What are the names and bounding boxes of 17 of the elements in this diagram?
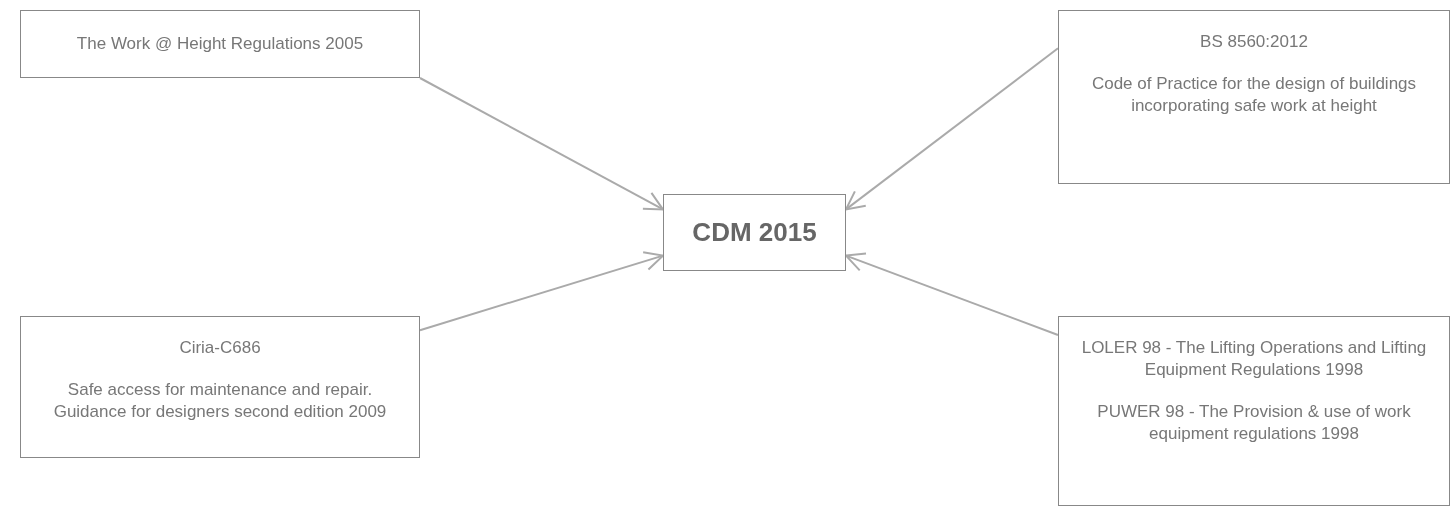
arrow	[419, 77, 664, 211]
box-description: PUWER 98 - The Provision & use of work equipment regulations 1998	[1096, 401, 1412, 446]
arrow	[845, 252, 1059, 336]
box-description: Safe access for maintenance and repair. Guidance for designers second edition 2009	[52, 379, 388, 424]
box-heading: LOLER 98 - The Lifting Operations and Lifting Equipment Regulations 1998	[1080, 337, 1428, 382]
box-title: CDM 2015	[692, 215, 817, 249]
arrow	[845, 47, 1059, 211]
box-heading: Ciria-C686	[179, 337, 261, 359]
text-box	[1058, 316, 1450, 506]
arrow	[419, 251, 664, 332]
text-box	[20, 10, 420, 78]
box-heading: The Work @ Height Regulations 2005	[76, 32, 364, 55]
text-box	[20, 316, 420, 458]
text-box	[1058, 10, 1450, 184]
box-description: Code of Practice for the design of buildings incorporating safe work at height	[1090, 73, 1418, 118]
text-box	[663, 194, 846, 271]
box-heading: BS 8560:2012	[1200, 31, 1308, 53]
